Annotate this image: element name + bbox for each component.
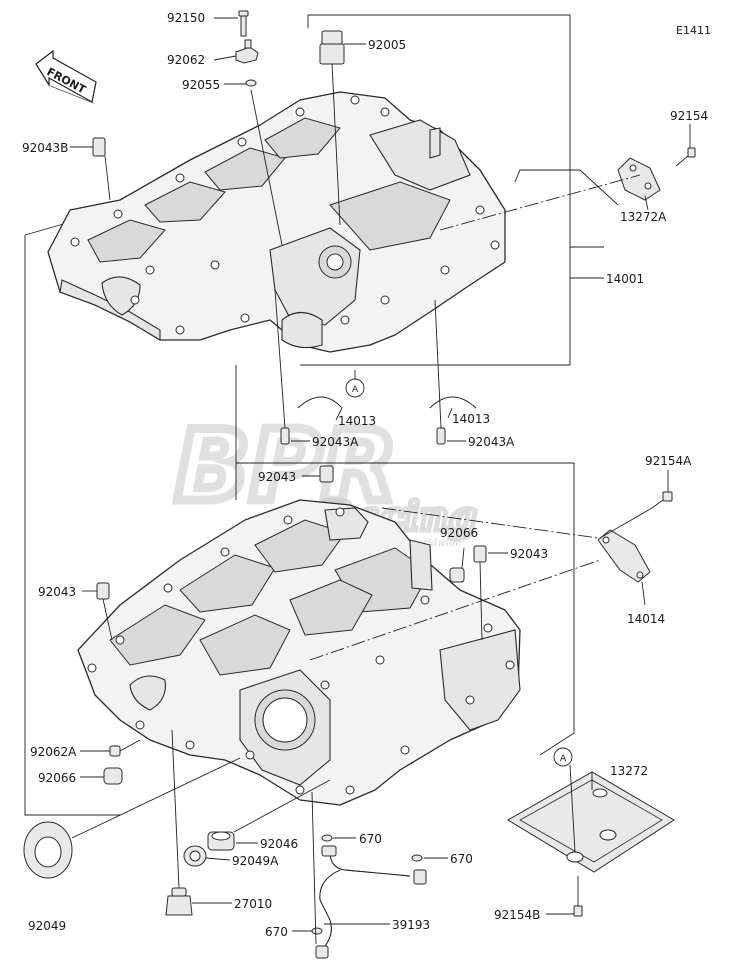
part-label-13272a: 13272A — [620, 210, 667, 224]
part-label-92154b: 92154B — [494, 908, 540, 922]
part-label-92049: 92049 — [28, 919, 66, 933]
part-label-92043b: 92043B — [22, 141, 68, 155]
part-label-92066-right: 92066 — [440, 526, 478, 540]
part-label-14014: 14014 — [627, 612, 665, 626]
part-label-14013-right: 14013 — [452, 412, 490, 426]
part-label-670-mid: 670 — [450, 852, 473, 866]
part-label-92046: 92046 — [260, 837, 298, 851]
callout-a-upper: A — [352, 385, 359, 395]
callout-a-lower: A — [560, 754, 567, 764]
part-label-92062a: 92062A — [30, 745, 77, 759]
part-label-14001: 14001 — [606, 272, 644, 286]
part-label-92043a-right: 92043A — [468, 435, 515, 449]
part-label-92154: 92154 — [670, 109, 708, 123]
part-label-92043-left: 92043 — [38, 585, 76, 599]
front-direction-arrow: FRONT — [35, 49, 97, 104]
part-label-92055: 92055 — [182, 78, 220, 92]
part-label-92062: 92062 — [167, 53, 205, 67]
lower-assembly-frame — [235, 365, 575, 756]
part-label-92154a: 92154A — [645, 454, 692, 468]
part-label-27010: 27010 — [234, 897, 272, 911]
part-labels: 92150 92062 92055 92005 92043B 92154 132… — [22, 11, 708, 939]
part-label-92043-top: 92043 — [258, 470, 296, 484]
part-label-92043a-left: 92043A — [312, 435, 359, 449]
part-label-92049a: 92049A — [232, 854, 279, 868]
part-label-92150: 92150 — [167, 11, 205, 25]
callout-a-lower-circle — [553, 747, 573, 767]
part-label-670-bottom: 670 — [265, 925, 288, 939]
part-label-14013-left: 14013 — [338, 414, 376, 428]
part-label-92005: 92005 — [368, 38, 406, 52]
callout-a-upper-circle — [345, 378, 365, 398]
part-label-39193: 39193 — [392, 918, 430, 932]
part-label-92043-right: 92043 — [510, 547, 548, 561]
callout-references: A A — [345, 378, 573, 767]
leader-lines — [70, 17, 691, 945]
part-label-13272: 13272 — [610, 764, 648, 778]
upper-crankcase — [47, 91, 506, 353]
lower-crankcase — [77, 499, 521, 806]
part-label-92066-left: 92066 — [38, 771, 76, 785]
diagram-code: E1411 — [676, 24, 711, 37]
part-label-670-top: 670 — [359, 832, 382, 846]
small-parts — [23, 10, 696, 959]
